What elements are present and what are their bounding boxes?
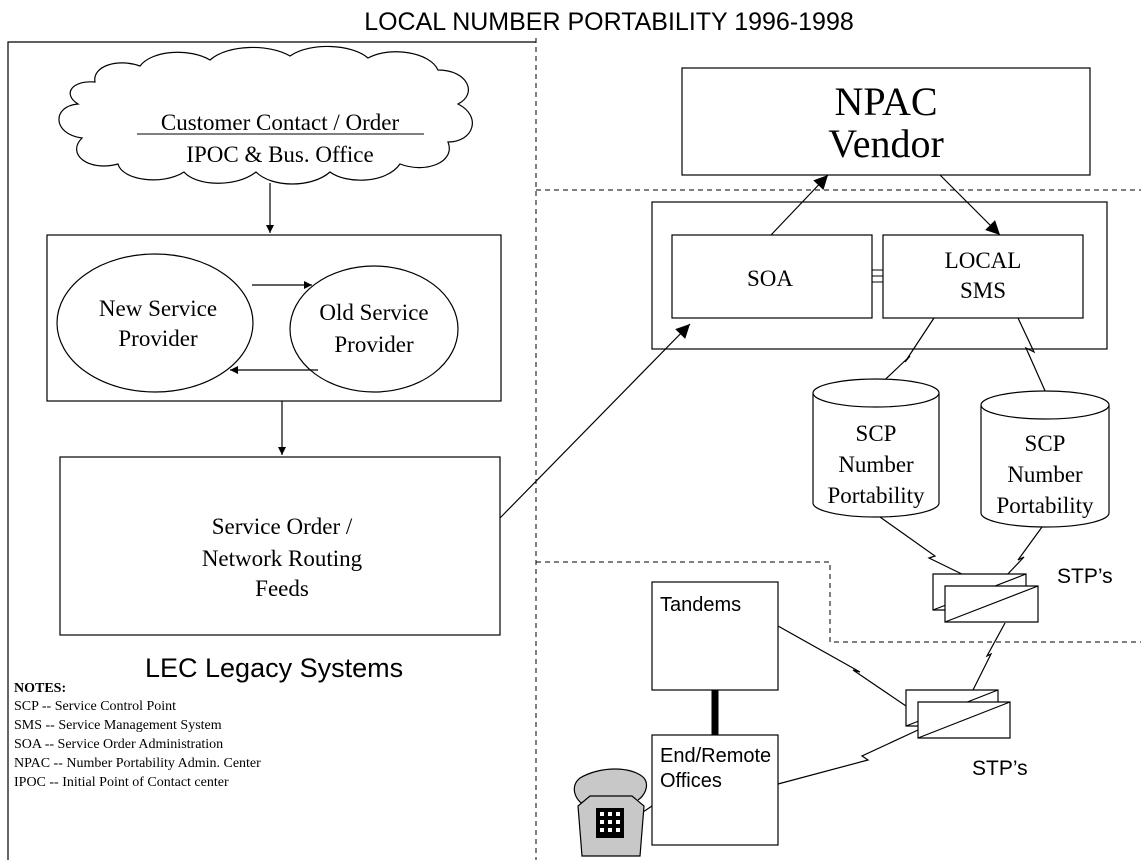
note-item: SOA -- Service Order Administration bbox=[14, 737, 223, 752]
end-remote-line-2: Offices bbox=[660, 770, 722, 792]
note-item: IPOC -- Initial Point of Contact center bbox=[14, 775, 229, 790]
npac-vendor-box bbox=[681, 67, 1091, 176]
notes-block: NOTES: SCP -- Service Control Point SMS … bbox=[14, 681, 261, 790]
cloud-line-2: IPOC & Bus. Office bbox=[186, 142, 373, 167]
tandems-label: Tandems bbox=[660, 594, 741, 616]
old-service-provider-ellipse bbox=[289, 265, 459, 393]
stp-lower-label: STP’s bbox=[972, 757, 1028, 780]
link-scp-right-to-stp bbox=[1003, 526, 1043, 579]
new-service-provider-line-2: Provider bbox=[118, 326, 198, 351]
npac-line-2: Vendor bbox=[828, 121, 944, 166]
new-service-provider-line-1: New Service bbox=[99, 296, 217, 321]
scp-left-line-3: Portability bbox=[827, 483, 925, 508]
link-end-offices-to-stp bbox=[777, 729, 919, 785]
new-service-provider-ellipse bbox=[56, 253, 254, 393]
npac-line-1: NPAC bbox=[834, 79, 937, 124]
scp-left-line-1: SCP bbox=[856, 421, 897, 446]
soa-label: SOA bbox=[747, 266, 793, 291]
providers-box-outline bbox=[46, 234, 502, 402]
end-remote-line-1: End/Remote bbox=[660, 745, 771, 767]
cloud-shape bbox=[58, 45, 473, 185]
service-order-line-2: Network Routing bbox=[202, 546, 363, 571]
left-panel-border bbox=[7, 41, 536, 860]
note-item: SCP -- Service Control Point bbox=[14, 699, 176, 714]
local-sms-line-1: LOCAL bbox=[945, 248, 1022, 273]
local-sms-line-2: SMS bbox=[960, 278, 1006, 303]
telephone-icon bbox=[573, 768, 648, 857]
stp-upper-label: STP’s bbox=[1057, 565, 1113, 588]
scp-right-line-1: SCP bbox=[1025, 431, 1066, 456]
link-sms-to-scp-right bbox=[1017, 317, 1051, 403]
soa-sms-connector bbox=[872, 269, 883, 283]
old-service-provider-line-2: Provider bbox=[334, 332, 414, 357]
link-scp-left-to-stp bbox=[879, 516, 969, 578]
dashed-dividers bbox=[535, 38, 1141, 860]
end-remote-offices-box bbox=[651, 734, 779, 846]
cloud-line-1: Customer Contact / Order bbox=[161, 110, 400, 135]
link-sms-to-scp-left bbox=[871, 317, 935, 393]
scp-left-cylinder: SCP Number Portability bbox=[812, 378, 940, 518]
scp-right-line-2: Number bbox=[1007, 462, 1083, 487]
customer-contact-cloud: Customer Contact / Order IPOC & Bus. Off… bbox=[58, 45, 473, 185]
stp-upper-pair bbox=[932, 573, 1039, 623]
arrow-npac-to-local-sms bbox=[939, 174, 1001, 236]
old-service-provider-line-1: Old Service bbox=[319, 300, 428, 325]
link-tandems-to-stp bbox=[777, 625, 907, 707]
soa-sms-container bbox=[651, 201, 1108, 350]
link-stp-upper-to-lower bbox=[971, 622, 1006, 693]
scp-right-line-3: Portability bbox=[996, 493, 1094, 518]
scp-left-line-2: Number bbox=[838, 452, 914, 477]
service-order-line-3: Feeds bbox=[255, 576, 309, 601]
arrow-service-order-to-soa bbox=[499, 323, 691, 519]
stp-lower-pair bbox=[905, 689, 1011, 739]
lec-legacy-label: LEC Legacy Systems bbox=[145, 653, 403, 683]
scp-right-cylinder: SCP Number Portability bbox=[980, 390, 1110, 528]
note-item: NPAC -- Number Portability Admin. Center bbox=[14, 756, 261, 771]
notes-heading: NOTES: bbox=[14, 681, 66, 696]
diagram-title: LOCAL NUMBER PORTABILITY 1996-1998 bbox=[364, 8, 854, 36]
service-order-box bbox=[59, 456, 501, 636]
service-order-line-1: Service Order / bbox=[212, 514, 353, 539]
arrow-soa-to-npac bbox=[770, 174, 829, 236]
note-item: SMS -- Service Management System bbox=[14, 718, 222, 733]
